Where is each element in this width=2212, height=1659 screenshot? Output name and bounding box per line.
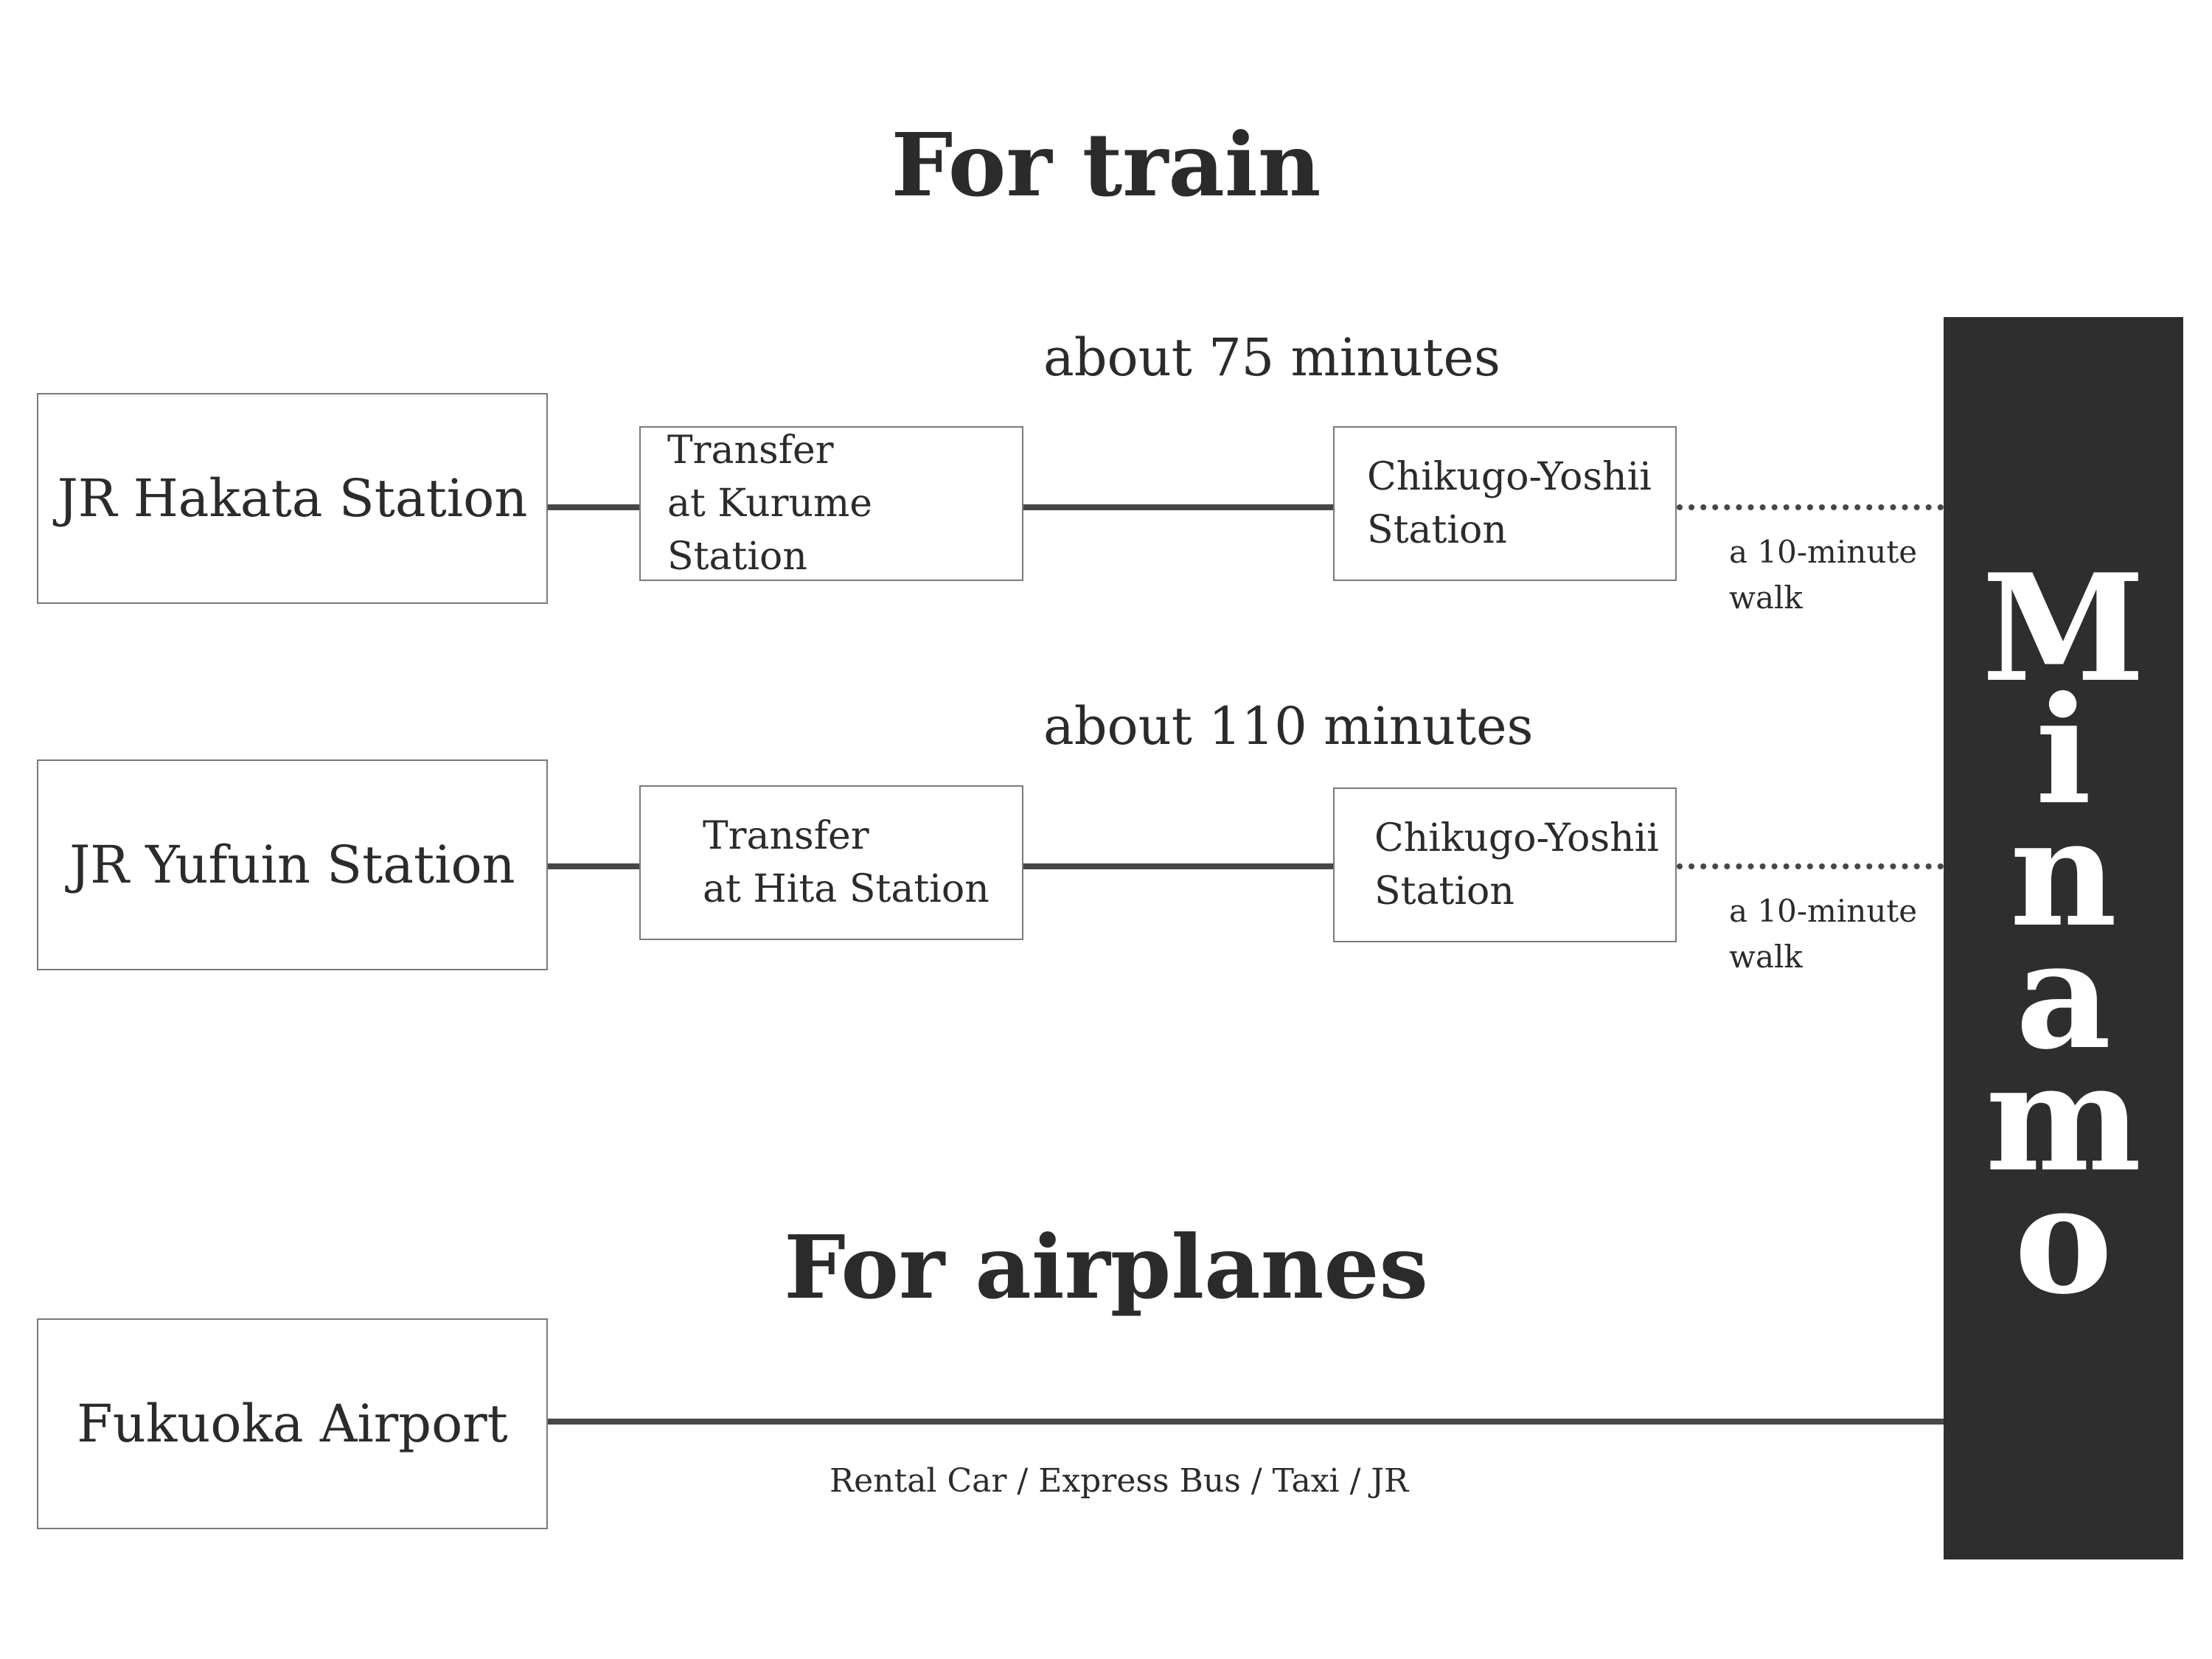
destination-bar: M i n a m o xyxy=(1944,317,2183,1559)
route-1-duration: about 75 minutes xyxy=(1043,327,1500,388)
route-1-transfer-label: Transfer at Kurume Station xyxy=(667,428,873,579)
destination-letter: M xyxy=(1981,542,2146,715)
route-2-connector-line-transfer-arrival xyxy=(1023,863,1333,869)
route-1-arrival-label: Chikugo-Yoshii Station xyxy=(1367,455,1652,552)
route-1-origin-label: JR Hakata Station xyxy=(57,468,528,529)
train-section-heading: For train xyxy=(891,114,1321,216)
route-2-origin-label: JR Yufuin Station xyxy=(69,835,515,895)
route-2-duration: about 110 minutes xyxy=(1043,696,1534,757)
airplanes-section-heading: For airplanes xyxy=(784,1216,1428,1318)
route-1-transfer-box: Transfer at Kurume Station xyxy=(639,426,1023,581)
route-1-origin-box: JR Hakata Station xyxy=(37,393,548,604)
route-2-arrival-label: Chikugo-Yoshii Station xyxy=(1374,816,1659,914)
route-2-connector-line-origin-transfer xyxy=(548,863,639,869)
destination-letter: m xyxy=(1985,1032,2142,1205)
route-2-transfer-box: Transfer at Hita Station xyxy=(639,785,1023,940)
route-1-arrival-box: Chikugo-Yoshii Station xyxy=(1333,426,1677,581)
destination-letter: n xyxy=(2009,787,2118,960)
route-2-arrival-box: Chikugo-Yoshii Station xyxy=(1333,787,1677,942)
airport-connector-line xyxy=(548,1419,1944,1425)
airport-origin-label: Fukuoka Airport xyxy=(77,1394,508,1454)
route-2-walk-dotted-line xyxy=(1677,863,1944,869)
destination-letter: o xyxy=(2014,1154,2113,1327)
airport-origin-box: Fukuoka Airport xyxy=(37,1318,548,1529)
destination-letter: a xyxy=(2015,909,2112,1082)
route-2-transfer-label: Transfer at Hita Station xyxy=(703,814,990,911)
route-1-connector-line-origin-transfer xyxy=(548,504,639,510)
route-1-walk-dotted-line xyxy=(1677,504,1944,510)
transport-modes-label: Rental Car / Express Bus / Taxi / JR xyxy=(830,1462,1409,1500)
route-2-walk-note: a 10-minute walk xyxy=(1729,893,1918,975)
route-1-connector-line-transfer-arrival xyxy=(1023,504,1333,510)
route-1-walk-note: a 10-minute walk xyxy=(1729,534,1918,616)
route-2-origin-box: JR Yufuin Station xyxy=(37,759,548,970)
destination-letter: i xyxy=(2035,664,2092,838)
